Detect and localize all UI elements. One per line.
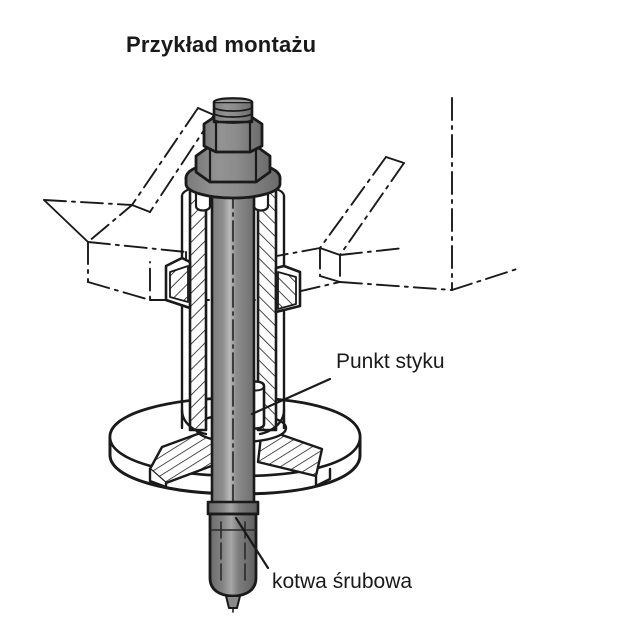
label-screw-anchor: kotwa śrubowa	[272, 570, 413, 593]
page-title: Przykład montażu	[126, 32, 317, 57]
sleeve-body-sectioned	[164, 184, 302, 436]
leader-contact-point	[250, 377, 332, 416]
mounting-bracket-phantom	[43, 97, 521, 301]
expansion-anchor-sleeve	[206, 500, 260, 609]
label-contact-point: Punkt styku	[336, 350, 445, 373]
leader-lines	[234, 377, 332, 570]
top-fastener-stack	[184, 97, 282, 200]
anchor-bolt-shaft	[210, 121, 256, 613]
leader-screw-anchor	[234, 516, 270, 570]
